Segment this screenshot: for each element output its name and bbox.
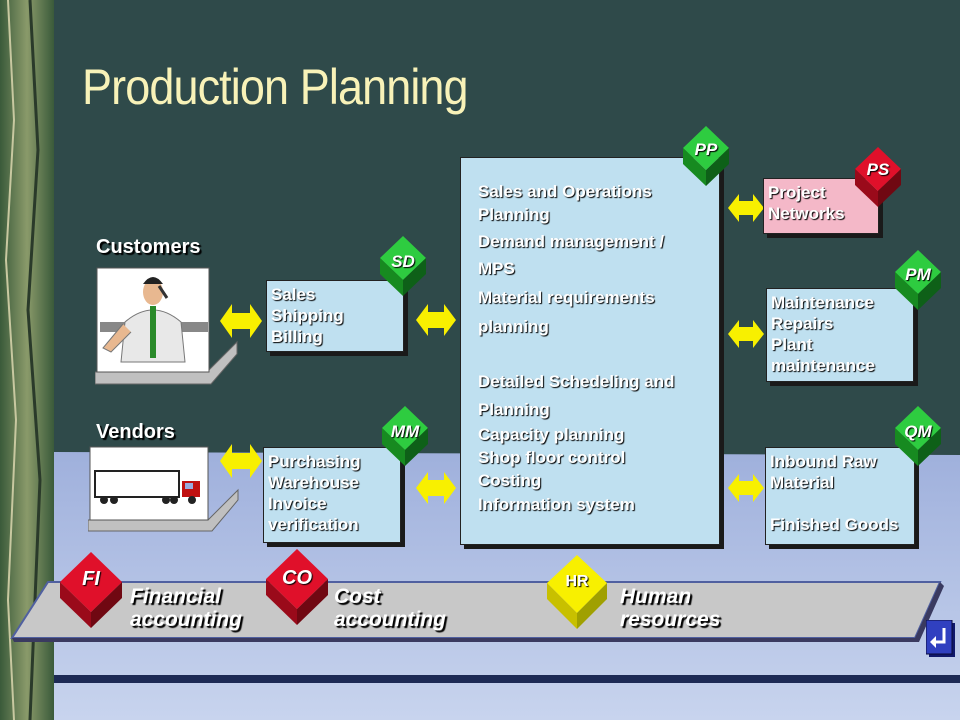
fi-label-line: Financial [130,585,222,608]
mm-line: Warehouse [268,473,360,492]
pm-badge [895,250,941,310]
pp-line: Detailed Schedeling and [478,372,675,391]
co-label-line: accounting [334,608,447,631]
double-arrow-icon [416,472,456,504]
pm-badge-label: PM [905,265,931,284]
pm-line: Plant [771,335,813,354]
mm-line: verification [268,515,359,534]
vendors-label: Vendors [96,421,175,443]
co-badge-label: CO [282,567,312,589]
hr-badge-label: HR [565,573,589,590]
pp-line: Planning [478,400,550,419]
truck-illustration [88,446,239,532]
mm-badge-label: MM [390,422,420,441]
mm-line: Purchasing [268,452,361,471]
pp-line: Demand management / [478,232,665,251]
sd-line: Sales [271,285,316,304]
pp-line: planning [478,317,549,336]
page-title: Production Planning [82,59,469,115]
sd-line: Billing [271,327,323,346]
ps-box: Project Networks [763,178,879,234]
hr-badge [547,555,607,629]
pm-line: Maintenance [771,293,874,312]
qm-line: Material [770,473,835,492]
customers-label: Customers [96,236,201,258]
double-arrow-icon [728,194,764,222]
pp-line: Costing [478,471,542,490]
return-button[interactable] [926,620,956,660]
ps-line: Networks [768,204,845,223]
fi-label: Financial accounting [130,585,242,631]
pp-line: Material requirements [478,288,655,307]
mm-box: Purchasing Warehouse Invoice verificatio… [263,447,401,543]
qm-box: Inbound Raw Material Finished Goods [765,447,915,545]
double-arrow-icon [728,320,764,348]
co-label-line: Cost [334,585,381,608]
sd-badge-label: SD [391,252,415,271]
pp-line: Planning [478,205,550,224]
pp-line: MPS [478,259,515,278]
qm-badge [895,406,941,466]
double-arrow-icon [220,304,262,338]
sd-badge [380,236,426,296]
double-arrow-icon [728,474,764,502]
qm-badge-label: QM [904,422,932,441]
fi-badge [60,552,122,628]
pp-badge [683,126,729,186]
sd-box: Sales Shipping Billing [266,280,404,352]
hr-label-line: Human [620,585,692,608]
pm-box: Maintenance Repairs Plant maintenance [766,288,914,382]
sd-line: Shipping [271,306,344,325]
pp-line: Shop floor control [478,448,626,467]
pm-line: maintenance [771,356,875,375]
pp-line: Sales and Operations [478,182,652,201]
customer-illustration [95,267,238,385]
ps-badge [855,147,901,207]
pp-line: Information system [478,495,635,514]
hr-label-line: resources [620,608,721,631]
qm-line: Finished Goods [770,515,899,534]
return-arrow-icon [934,628,946,644]
qm-line [770,493,910,514]
double-arrow-icon [220,444,262,478]
fi-label-line: accounting [130,608,243,631]
ps-badge-label: PS [866,160,890,179]
double-arrow-icon [416,304,456,336]
mm-line: Invoice [268,494,327,513]
pp-line: Capacity planning [478,425,625,444]
qm-line: Inbound Raw [770,452,877,471]
ps-line: Project [768,183,826,202]
pp-box: Sales and Operations Planning Demand man… [460,157,720,545]
fi-badge-label: FI [82,568,100,590]
mm-badge [382,406,428,466]
co-badge [266,549,328,625]
hr-label: Human resources [620,585,720,631]
pp-badge-label: PP [694,140,718,159]
co-label: Cost accounting [334,585,446,631]
pm-line: Repairs [771,314,834,333]
